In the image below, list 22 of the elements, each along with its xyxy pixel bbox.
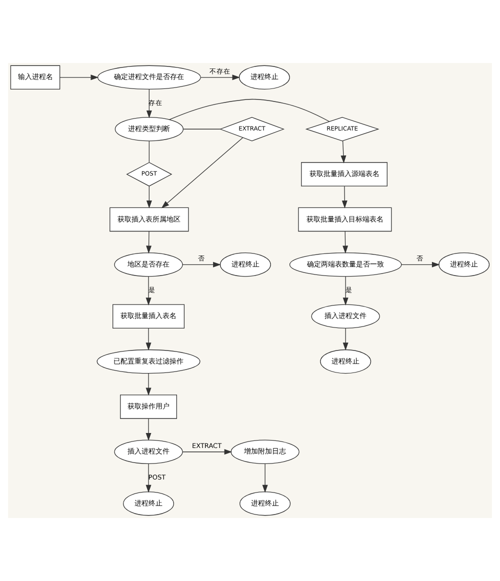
arrow bbox=[146, 186, 152, 208]
arrow bbox=[340, 140, 346, 164]
arrow bbox=[146, 231, 152, 254]
arrow bbox=[262, 463, 268, 493]
arrow bbox=[342, 328, 348, 350]
arrow bbox=[146, 463, 152, 493]
connector bbox=[169, 98, 330, 122]
arrow bbox=[146, 276, 152, 306]
connector bbox=[182, 128, 221, 130]
connector bbox=[148, 140, 150, 163]
arrow bbox=[342, 186, 348, 208]
arrow bbox=[200, 74, 240, 80]
arrow bbox=[342, 231, 348, 254]
arrow bbox=[182, 449, 232, 455]
arrow bbox=[146, 373, 152, 396]
arrow bbox=[401, 262, 440, 268]
arrow bbox=[182, 262, 221, 268]
arrow bbox=[60, 74, 99, 80]
arrow bbox=[146, 418, 152, 441]
arrow bbox=[342, 276, 348, 306]
arrow bbox=[146, 328, 152, 350]
arrow bbox=[161, 137, 244, 208]
